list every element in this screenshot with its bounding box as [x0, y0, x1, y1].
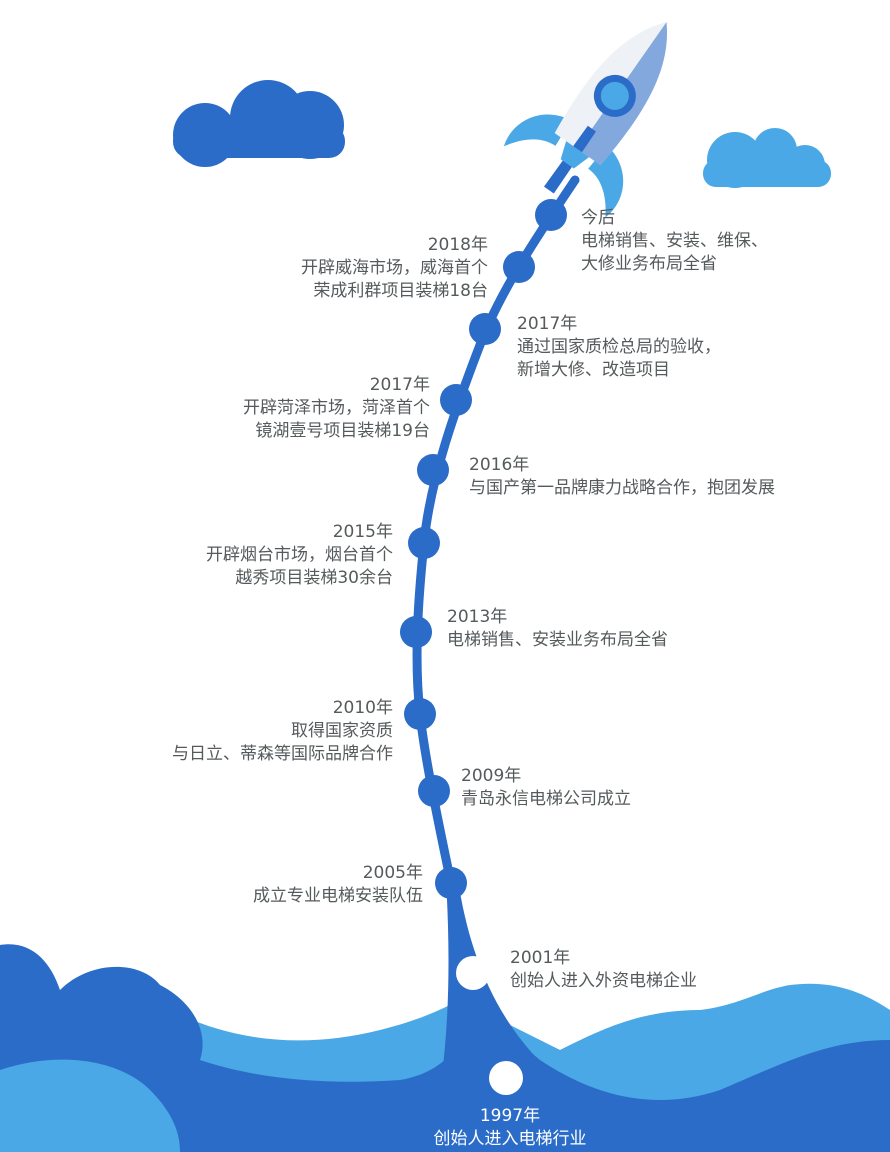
- milestone-text: 荣成利群项目装梯18台: [313, 281, 488, 301]
- node-2017-b: [440, 384, 472, 416]
- node-2015: [408, 527, 440, 559]
- milestone-text: 取得国家资质: [291, 721, 393, 741]
- node-2010: [404, 698, 436, 730]
- milestone-year: 2013年: [447, 607, 508, 627]
- milestone-text: 新增大修、改造项目: [517, 360, 670, 380]
- node-future: [535, 199, 567, 231]
- milestone-text: 电梯销售、安装业务布局全省: [447, 630, 668, 650]
- node-2001: [456, 956, 490, 990]
- milestone-text: 开辟烟台市场，烟台首个: [206, 545, 393, 565]
- milestone-year: 2009年: [461, 766, 522, 786]
- milestone-2013: 2013年 电梯销售、安装业务布局全省: [447, 606, 668, 652]
- milestone-text: 成立专业电梯安装队伍: [253, 886, 423, 906]
- wave-light-left: [0, 1059, 180, 1152]
- node-2017-a: [469, 313, 501, 345]
- milestone-text: 创始人进入电梯行业: [433, 1129, 587, 1149]
- milestone-1997: 1997年 创始人进入电梯行业: [410, 1105, 610, 1151]
- milestone-text: 越秀项目装梯30余台: [235, 568, 393, 588]
- milestone-text: 电梯销售、安装、维保、: [581, 231, 768, 251]
- milestone-2015: 2015年 开辟烟台市场，烟台首个 越秀项目装梯30余台: [206, 521, 393, 590]
- timeline-nodes: [400, 199, 567, 899]
- milestone-text: 与日立、蒂森等国际品牌合作: [172, 744, 393, 764]
- milestone-year: 2017年: [369, 375, 430, 395]
- milestone-2017-a: 2017年 通过国家质检总局的验收， 新增大修、改造项目: [517, 313, 721, 382]
- milestone-2018: 2018年 开辟威海市场，威海首个 荣成利群项目装梯18台: [301, 234, 488, 303]
- milestone-text: 与国产第一品牌康力战略合作，抱团发展: [469, 478, 775, 498]
- milestone-text: 通过国家质检总局的验收，: [517, 337, 721, 357]
- milestone-text: 镜湖壹号项目装梯19台: [255, 421, 430, 441]
- milestone-2009: 2009年 青岛永信电梯公司成立: [461, 765, 631, 811]
- node-2013: [400, 616, 432, 648]
- milestone-year: 2010年: [332, 698, 393, 718]
- cloud-left-icon: [173, 80, 345, 167]
- milestone-future: 今后 电梯销售、安装、维保、 大修业务布局全省: [581, 207, 768, 276]
- milestone-2017-b: 2017年 开辟菏泽市场，菏泽首个 镜湖壹号项目装梯19台: [243, 374, 430, 443]
- milestone-text: 开辟威海市场，威海首个: [301, 258, 488, 278]
- milestone-year: 1997年: [479, 1106, 541, 1126]
- milestone-year: 2015年: [332, 522, 393, 542]
- milestone-year: 2001年: [510, 948, 571, 968]
- milestone-2016: 2016年 与国产第一品牌康力战略合作，抱团发展: [469, 454, 775, 500]
- milestone-text: 大修业务布局全省: [581, 254, 717, 274]
- milestone-year: 2017年: [517, 314, 578, 334]
- milestone-text: 青岛永信电梯公司成立: [461, 789, 631, 809]
- node-2018: [503, 251, 535, 283]
- rocket-icon: [503, 22, 668, 218]
- milestone-2001: 2001年 创始人进入外资电梯企业: [510, 947, 697, 993]
- milestone-year: 2018年: [427, 235, 488, 255]
- milestone-year: 2016年: [469, 455, 530, 475]
- milestone-year: 今后: [581, 208, 615, 228]
- node-2016: [417, 454, 449, 486]
- milestone-2010: 2010年 取得国家资质 与日立、蒂森等国际品牌合作: [172, 697, 393, 766]
- cloud-right-icon: [703, 128, 831, 188]
- milestone-text: 创始人进入外资电梯企业: [510, 971, 697, 991]
- milestone-text: 开辟菏泽市场，菏泽首个: [243, 398, 430, 418]
- milestone-year: 2005年: [362, 863, 423, 883]
- node-2005: [435, 867, 467, 899]
- timeline-trail-base: [440, 880, 560, 1090]
- milestone-2005: 2005年 成立专业电梯安装队伍: [253, 862, 423, 908]
- node-2009: [418, 775, 450, 807]
- node-1997: [489, 1061, 523, 1095]
- wave-dark: [0, 905, 890, 1152]
